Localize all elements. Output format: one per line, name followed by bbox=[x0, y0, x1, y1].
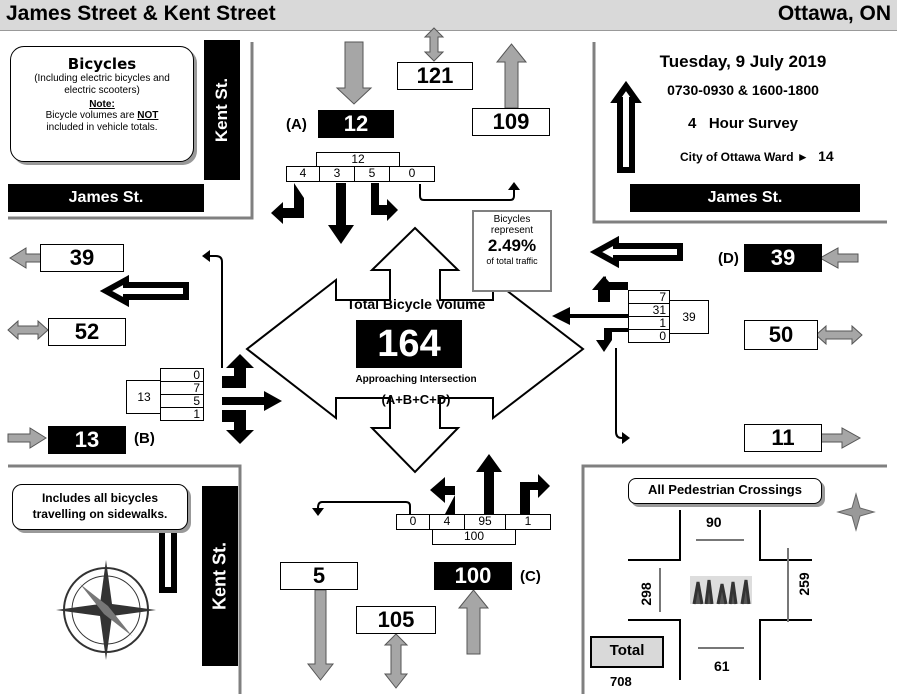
east-thru-arrow bbox=[552, 307, 628, 325]
west-depart-box: 39 bbox=[40, 244, 124, 272]
legend-note-label: Note: bbox=[11, 99, 193, 110]
north-total-arrow bbox=[425, 28, 443, 61]
survey-times: 0730-0930 & 1600-1800 bbox=[600, 82, 886, 98]
west-total-box: 52 bbox=[48, 318, 126, 346]
south-turn-2: 95 bbox=[464, 514, 506, 530]
kent-street-label-sw: Kent St. bbox=[202, 486, 238, 666]
compass-large-icon bbox=[56, 560, 156, 660]
center-title: Total Bicycle Volume bbox=[330, 296, 502, 312]
north-outbound-arrow bbox=[497, 44, 526, 108]
east-turn-2: 1 bbox=[628, 316, 670, 330]
west-total-arrow bbox=[8, 321, 48, 339]
east-inbound-arrow bbox=[820, 248, 858, 268]
south-turn-1: 4 bbox=[429, 514, 465, 530]
pedestrians-icon bbox=[690, 576, 752, 604]
share-box: Bicycles represent 2.49% of total traffi… bbox=[472, 210, 552, 292]
west-sum-cell: 13 bbox=[126, 380, 162, 414]
west-right-turn-arrow bbox=[222, 410, 254, 444]
ped-title: All Pedestrian Crossings bbox=[628, 478, 822, 504]
share-percent: 2.49% bbox=[474, 236, 550, 256]
legend-box: Bicycles (Including electric bicycles an… bbox=[10, 46, 194, 162]
east-turn-3: 0 bbox=[628, 329, 670, 343]
ped-south: 61 bbox=[714, 658, 730, 674]
south-total-box: 105 bbox=[356, 606, 436, 634]
kent-street-label-nw: Kent St. bbox=[204, 40, 240, 180]
east-depart-arrow bbox=[820, 428, 860, 448]
west-left-turn-arrow bbox=[222, 354, 254, 388]
north-right-turn-arrow bbox=[371, 183, 398, 221]
north-turn-0: 4 bbox=[286, 166, 320, 182]
south-left-turn-arrow bbox=[430, 477, 455, 514]
center-subtitle: Approaching Intersection bbox=[330, 374, 502, 385]
sidewalk-note: Includes all bicycles travelling on side… bbox=[12, 484, 188, 530]
east-turn-0: 7 bbox=[628, 290, 670, 304]
north-turn-2: 5 bbox=[354, 166, 390, 182]
east-sum-cell: 39 bbox=[669, 300, 709, 334]
north-depart-box: 109 bbox=[472, 108, 550, 136]
ped-total-label: Total bbox=[590, 636, 664, 668]
west-turn-1: 7 bbox=[160, 381, 204, 395]
north-turn-3: 0 bbox=[389, 166, 435, 182]
south-right-turn-arrow bbox=[520, 474, 550, 514]
ped-west: 298 bbox=[634, 580, 658, 608]
west-label: (B) bbox=[134, 430, 155, 447]
legend-title: Bicycles bbox=[11, 55, 193, 73]
west-uturn-line bbox=[210, 256, 222, 368]
legend-note: Bicycle volumes are NOT included in vehi… bbox=[11, 110, 193, 134]
south-uturn-line bbox=[318, 502, 410, 514]
center-formula: (A+B+C+D) bbox=[330, 392, 502, 407]
survey-ward: City of Ottawa Ward ► 14 bbox=[680, 148, 834, 164]
west-turn-3: 1 bbox=[160, 407, 204, 421]
survey-date: Tuesday, 9 July 2019 bbox=[600, 52, 886, 72]
west-oneway-arrow bbox=[106, 280, 186, 302]
east-total-arrow bbox=[816, 326, 862, 344]
east-right-turn-arrow bbox=[596, 328, 628, 352]
north-inbound-arrow bbox=[337, 42, 371, 104]
survey-hours: 4 Hour Survey bbox=[600, 115, 886, 132]
center-total-box: 164 bbox=[356, 320, 462, 368]
north-left-turn-arrow bbox=[271, 183, 304, 224]
east-label: (D) bbox=[718, 250, 739, 267]
north-label: (A) bbox=[286, 116, 307, 133]
ped-east: 259 bbox=[792, 570, 816, 598]
south-thru-arrow bbox=[476, 454, 502, 514]
west-thru-arrow bbox=[222, 391, 282, 411]
south-depart-box: 5 bbox=[280, 562, 358, 590]
south-depart-arrow bbox=[308, 590, 333, 680]
north-total-box: 121 bbox=[397, 62, 473, 90]
east-total-box: 50 bbox=[744, 320, 818, 350]
ped-north: 90 bbox=[706, 514, 722, 530]
east-turn-1: 31 bbox=[628, 303, 670, 317]
south-turn-0: 0 bbox=[396, 514, 430, 530]
west-turn-0: 0 bbox=[160, 368, 204, 382]
south-total-arrow bbox=[385, 634, 407, 688]
east-oneway-arrow bbox=[596, 241, 680, 263]
east-uturn-line bbox=[616, 348, 622, 438]
compass-small-icon bbox=[838, 494, 874, 530]
south-label: (C) bbox=[520, 568, 541, 585]
north-uturn-line bbox=[420, 184, 514, 200]
west-inbound-arrow bbox=[8, 428, 46, 448]
legend-subtitle: (Including electric bicycles and electri… bbox=[11, 73, 193, 97]
ward-arrow-icon: ► bbox=[797, 150, 809, 164]
east-left-up-arrow bbox=[592, 276, 616, 302]
north-thru-arrow bbox=[328, 183, 354, 244]
south-inbound-arrow bbox=[459, 590, 488, 654]
james-street-label-ne: James St. bbox=[630, 184, 860, 212]
south-approach-box: 100 bbox=[434, 562, 512, 590]
north-approach-box: 12 bbox=[318, 110, 394, 138]
ped-total: 708 bbox=[610, 674, 632, 689]
james-street-label-nw: James St. bbox=[8, 184, 204, 212]
east-approach-box: 39 bbox=[744, 244, 822, 272]
south-sum-cell: 100 bbox=[432, 529, 516, 545]
south-turn-3: 1 bbox=[505, 514, 551, 530]
west-turn-2: 5 bbox=[160, 394, 204, 408]
east-depart-box: 11 bbox=[744, 424, 822, 452]
north-turn-1: 3 bbox=[319, 166, 355, 182]
west-approach-box: 13 bbox=[48, 426, 126, 454]
